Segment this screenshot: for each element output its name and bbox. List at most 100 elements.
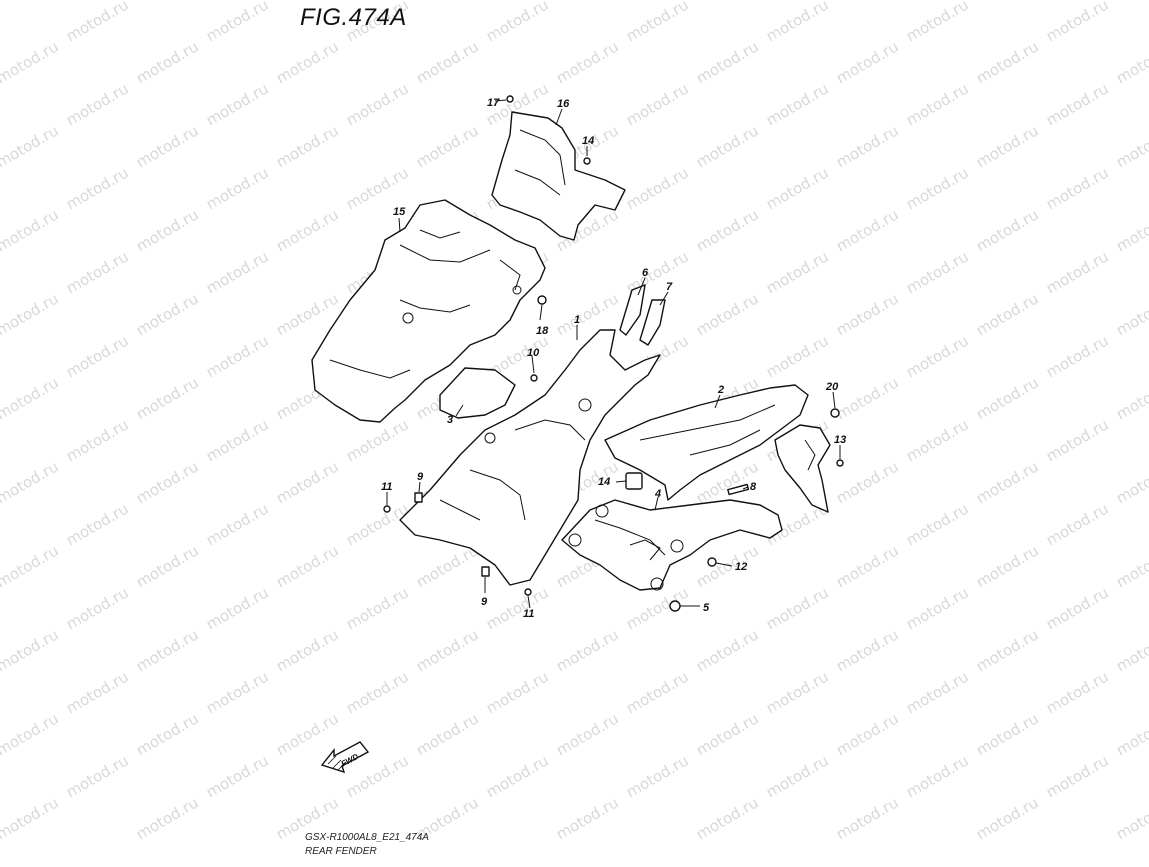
- part-5-bolt[interactable]: [669, 600, 681, 612]
- part-4-lower-fender[interactable]: [561, 499, 783, 591]
- watermark-text: motod.ru: [973, 709, 1042, 759]
- part-16-rear-fender-upper[interactable]: [311, 199, 546, 423]
- part-18-bolt[interactable]: [506, 95, 514, 103]
- watermark-text: motod.ru: [903, 0, 972, 45]
- callout-19[interactable]: 18: [536, 325, 549, 337]
- watermark-text: motod.ru: [0, 373, 62, 423]
- part-3-fender-lower[interactable]: [439, 367, 516, 419]
- watermark-text: motod.ru: [693, 541, 762, 591]
- watermark-text: motod.ru: [693, 793, 762, 843]
- callout-8[interactable]: 8: [750, 481, 757, 493]
- watermark-text: motod.ru: [1043, 163, 1112, 213]
- callout-11a[interactable]: 11: [381, 481, 392, 493]
- watermark-text: motod.ru: [973, 37, 1042, 87]
- watermark-text: motod.ru: [1043, 583, 1112, 633]
- callout-18[interactable]: 17: [487, 97, 500, 109]
- watermark-text: motod.ru: [763, 583, 832, 633]
- watermark-text: motod.ru: [133, 793, 202, 843]
- callout-15[interactable]: 14: [582, 135, 594, 147]
- part-7-plate[interactable]: [639, 299, 666, 346]
- callout-11b[interactable]: 11: [523, 608, 534, 620]
- part-9-clip-lower[interactable]: [481, 566, 490, 577]
- callout-14[interactable]: 14: [598, 476, 610, 488]
- watermark-text: motod.ru: [63, 331, 132, 381]
- watermark-text: motod.ru: [63, 751, 132, 801]
- watermark-text: motod.ru: [973, 457, 1042, 507]
- watermark-text: motod.ru: [1113, 625, 1149, 675]
- watermark-text: motod.ru: [203, 79, 272, 129]
- watermark-text: motod.ru: [203, 163, 272, 213]
- callout-17[interactable]: 16: [557, 98, 570, 110]
- watermark-text: motod.ru: [1043, 499, 1112, 549]
- callout-1[interactable]: 1: [574, 314, 580, 326]
- watermark-text: motod.ru: [133, 289, 202, 339]
- part-2-tail-cover[interactable]: [604, 384, 809, 501]
- watermark-text: motod.ru: [0, 205, 62, 255]
- watermark-text: motod.ru: [0, 793, 62, 843]
- part-rear-side-bracket[interactable]: [774, 424, 831, 513]
- watermark-text: motod.ru: [483, 751, 552, 801]
- callout-6[interactable]: 6: [642, 267, 649, 279]
- watermark-text: motod.ru: [973, 541, 1042, 591]
- watermark-text: motod.ru: [1113, 289, 1149, 339]
- leader-lines: [386, 99, 841, 609]
- part-12-bolt[interactable]: [707, 557, 717, 567]
- watermark-text: motod.ru: [763, 79, 832, 129]
- watermark-text: motod.ru: [1043, 247, 1112, 297]
- callout-2[interactable]: 2: [717, 384, 724, 396]
- part-17-upper-bracket[interactable]: [491, 111, 626, 241]
- watermark-text: motod.ru: [413, 709, 482, 759]
- part-19-bolt[interactable]: [537, 295, 547, 305]
- watermark-text: motod.ru: [763, 0, 832, 45]
- watermark-text: motod.ru: [63, 499, 132, 549]
- watermark-text: motod.ru: [973, 121, 1042, 171]
- callout-4[interactable]: 4: [654, 488, 661, 500]
- callout-10[interactable]: 10: [527, 347, 540, 359]
- watermark-text: motod.ru: [693, 625, 762, 675]
- callout-9b[interactable]: 9: [481, 596, 488, 608]
- watermark-text: motod.ru: [903, 499, 972, 549]
- watermark-text: motod.ru: [133, 205, 202, 255]
- watermark-text: motod.ru: [63, 667, 132, 717]
- watermark-text: motod.ru: [833, 625, 902, 675]
- part-11-bolt-lower[interactable]: [524, 588, 532, 596]
- watermark-text: motod.ru: [693, 121, 762, 171]
- part-9-clip-upper[interactable]: [414, 492, 423, 503]
- watermark-text: motod.ru: [973, 625, 1042, 675]
- watermark-text: motod.ru: [973, 373, 1042, 423]
- callout-7[interactable]: 7: [666, 281, 673, 293]
- watermark-text: motod.ru: [273, 625, 342, 675]
- callout-13[interactable]: 13: [834, 434, 846, 446]
- watermark-text: motod.ru: [63, 415, 132, 465]
- watermark-text: motod.ru: [763, 751, 832, 801]
- watermark-text: motod.ru: [1113, 793, 1149, 843]
- watermark-text: motod.ru: [693, 709, 762, 759]
- part-14-cushion[interactable]: [625, 472, 643, 490]
- watermark-text: motod.ru: [1043, 751, 1112, 801]
- watermark-text: motod.ru: [63, 79, 132, 129]
- callout-12[interactable]: 12: [735, 561, 747, 573]
- part-6-plate[interactable]: [619, 284, 646, 336]
- watermark-text: motod.ru: [1043, 331, 1112, 381]
- part-11-bolt-left[interactable]: [383, 505, 391, 513]
- watermark-text: motod.ru: [833, 457, 902, 507]
- part-13-nut[interactable]: [836, 459, 844, 467]
- part-10-bolt[interactable]: [530, 374, 538, 382]
- watermark-text: motod.ru: [203, 0, 272, 45]
- part-15-grommet[interactable]: [583, 157, 591, 165]
- callout-5[interactable]: 5: [703, 602, 710, 614]
- callout-20[interactable]: 20: [825, 381, 839, 393]
- watermark-text: motod.ru: [763, 331, 832, 381]
- watermark-text: motod.ru: [903, 79, 972, 129]
- part-1-rear-fender-bracket[interactable]: [399, 329, 661, 586]
- callout-9a[interactable]: 9: [417, 471, 424, 483]
- watermark-text: motod.ru: [483, 0, 552, 45]
- watermark-text: motod.ru: [1113, 121, 1149, 171]
- callout-16[interactable]: 15: [393, 206, 406, 218]
- callout-3[interactable]: 3: [447, 414, 453, 426]
- watermark-text: motod.ru: [203, 499, 272, 549]
- watermark-text: motod.ru: [903, 415, 972, 465]
- part-20-bolt[interactable]: [830, 408, 840, 418]
- watermark-text: motod.ru: [273, 37, 342, 87]
